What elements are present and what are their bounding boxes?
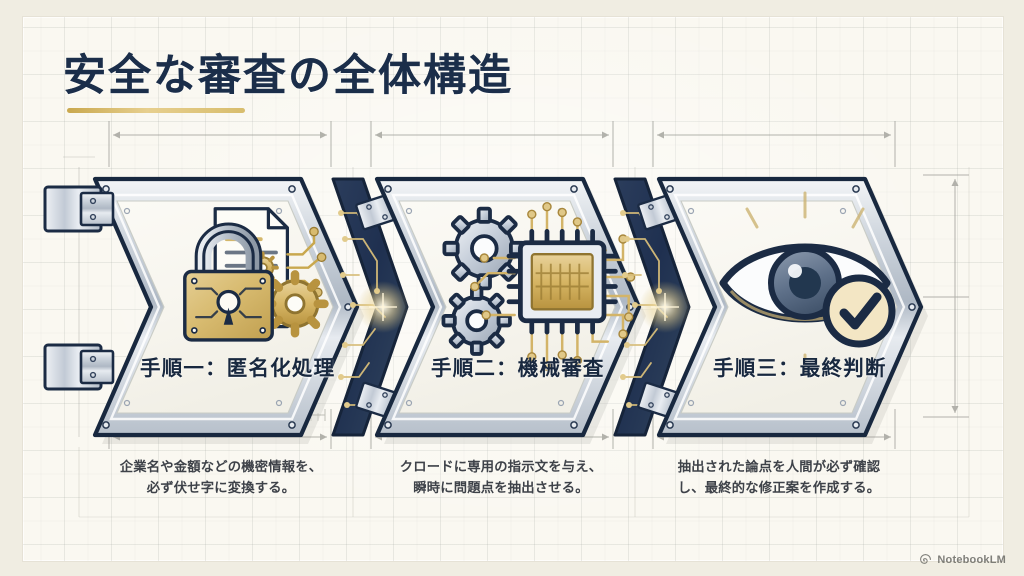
step-chevron-1 bbox=[43, 179, 364, 444]
process-flow-diagram: 手順一：匿名化処理 手順二：機械審査 手順三：最終判断 企業名や金額などの機密情… bbox=[23, 17, 1003, 561]
caption-line: 抽出された論点を人間が必ず確認 bbox=[677, 459, 881, 474]
notebooklm-logo-icon bbox=[920, 554, 932, 564]
eye-checkmark-icon bbox=[719, 191, 896, 377]
padlock-icon bbox=[183, 222, 274, 342]
page-title: 安全な審査の全体構造 bbox=[63, 41, 513, 103]
watermark: NotebookLM bbox=[919, 553, 1006, 566]
step-label-1: 手順一：匿名化処理 bbox=[140, 357, 336, 380]
padlock-document-gears-icon bbox=[183, 207, 329, 342]
hinge-plate-bottom bbox=[43, 343, 115, 391]
slide-panel: 安全な審査の全体構造 bbox=[22, 16, 1004, 562]
caption-line: し、最終的な修正案を作成する。 bbox=[677, 479, 881, 495]
step-chevron-2 bbox=[377, 179, 646, 444]
caption-line: 必ず伏せ字に変換する。 bbox=[146, 479, 296, 495]
title-underline-accent bbox=[67, 108, 245, 113]
step-label-2: 手順二：機械審査 bbox=[431, 357, 605, 380]
hinge-plate-top bbox=[43, 185, 115, 233]
page-title-block: 安全な審査の全体構造 bbox=[63, 41, 513, 113]
cpu-chip-icon bbox=[506, 229, 618, 335]
step-chevron-3 bbox=[659, 179, 928, 444]
gear-icon-1 bbox=[442, 206, 527, 291]
gear-icon-2 bbox=[441, 285, 512, 356]
step-caption-1: 企業名や金額などの機密情報を、 必ず伏せ字に変換する。 bbox=[105, 457, 337, 498]
step-caption-2: クロードに専用の指示文を与え、 瞬時に問題点を抽出させる。 bbox=[385, 457, 617, 498]
step-label-3: 手順三：最終判断 bbox=[713, 357, 887, 380]
dimension-guides bbox=[63, 121, 970, 518]
circuit-trace-icon bbox=[477, 209, 630, 364]
caption-line: 瞬時に問題点を抽出させる。 bbox=[413, 479, 589, 495]
check-badge-icon bbox=[822, 274, 896, 348]
watermark-label: NotebookLM bbox=[937, 553, 1006, 566]
large-gear-icon bbox=[261, 270, 329, 338]
caption-line: クロードに専用の指示文を与え、 bbox=[399, 459, 603, 474]
step-caption-3: 抽出された論点を人間が必ず確認 し、最終的な修正案を作成する。 bbox=[663, 457, 895, 498]
ray-lines bbox=[745, 191, 865, 377]
caption-line: 企業名や金額などの機密情報を、 bbox=[119, 459, 323, 474]
